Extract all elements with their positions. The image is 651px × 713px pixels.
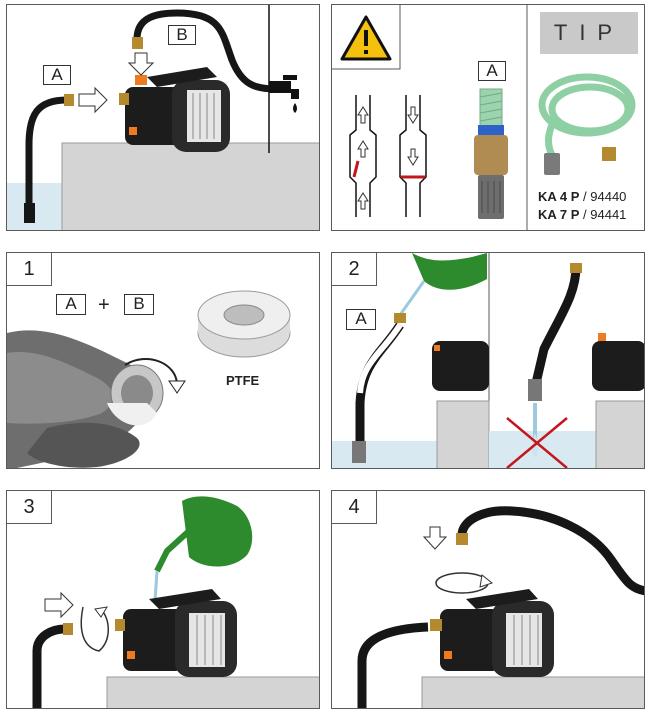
step-number: 1 xyxy=(7,253,52,286)
hose-fitting xyxy=(64,94,74,106)
pump-body xyxy=(432,341,489,391)
step-3-illustration xyxy=(32,496,319,708)
pump-body-right xyxy=(592,341,644,391)
water-stream xyxy=(398,280,426,316)
model-name: KA 4 P xyxy=(538,189,580,204)
tap-icon xyxy=(269,81,291,93)
model-name: KA 7 P xyxy=(538,207,580,222)
model-code: 94440 xyxy=(590,189,627,204)
pump-connection-illustration xyxy=(7,5,319,230)
pump-body xyxy=(123,609,183,671)
panel-warning-tip: TIP A KA 4 P / 94440 KA 7 P / 94441 xyxy=(331,4,645,231)
hose-empty xyxy=(531,266,581,385)
platform xyxy=(61,142,319,230)
hose-filled xyxy=(357,323,403,394)
pump-drain xyxy=(129,127,137,135)
ptfe-tape-strip xyxy=(107,403,157,426)
filter-end xyxy=(544,153,560,175)
label-b-box: B xyxy=(168,25,196,45)
arrow-down-icon xyxy=(422,526,448,550)
step-number: 4 xyxy=(332,491,377,524)
hand-right xyxy=(27,422,140,468)
cross-icon xyxy=(506,417,568,468)
pressure-hose xyxy=(133,9,278,93)
arrow-right-icon xyxy=(78,86,108,114)
water-stream xyxy=(153,570,159,602)
fitting-end xyxy=(602,147,616,161)
pump-motor-vents xyxy=(187,90,221,142)
ptfe-roll-icon xyxy=(197,290,291,358)
model-code: 94441 xyxy=(590,207,627,222)
label-a-box: A xyxy=(43,65,71,85)
step-number: 2 xyxy=(332,253,377,286)
watering-can-icon xyxy=(182,496,253,567)
model-line-2: KA 7 P / 94441 xyxy=(538,207,627,222)
panel-pump-connection: A B xyxy=(6,4,320,231)
suction-hose xyxy=(25,96,68,210)
tip-title: TIP xyxy=(540,12,638,54)
hose-filter xyxy=(24,203,35,223)
step-number: 3 xyxy=(7,491,52,524)
step-2-illustration xyxy=(332,253,644,468)
panel-step-4: 4 xyxy=(331,490,645,709)
step-1-illustration xyxy=(7,290,291,468)
warning-label-a: A xyxy=(478,61,506,81)
panel-step-1: 1 A + B PTFE xyxy=(6,252,320,469)
panel-step-2: 2 A xyxy=(331,252,645,469)
rotate-arrow-icon xyxy=(124,358,178,386)
step2-label-a: A xyxy=(346,309,376,330)
step1-label-a: A xyxy=(56,294,86,315)
suction-hose-kit xyxy=(538,73,636,157)
suction-filter-a xyxy=(474,88,508,219)
plus-sign: + xyxy=(98,294,110,316)
suction-hose xyxy=(357,622,429,708)
arrow-right-icon xyxy=(44,591,74,619)
step-4-illustration xyxy=(357,506,644,708)
ptfe-label: PTFE xyxy=(226,373,260,388)
pump-body xyxy=(125,87,181,145)
model-line-1: KA 4 P / 94440 xyxy=(538,189,627,204)
panel-step-3: 3 xyxy=(6,490,320,709)
arrow-down-icon xyxy=(127,52,155,76)
pump-body xyxy=(440,609,500,671)
check-valve-open xyxy=(349,95,377,217)
pressure-hose xyxy=(457,506,644,596)
suction-hose xyxy=(32,624,66,708)
step1-label-b: B xyxy=(124,294,154,315)
watering-can-icon xyxy=(412,253,487,290)
screw-rotate-icon xyxy=(80,606,109,652)
pump-handle xyxy=(147,67,217,87)
check-valve-closed xyxy=(399,95,427,217)
